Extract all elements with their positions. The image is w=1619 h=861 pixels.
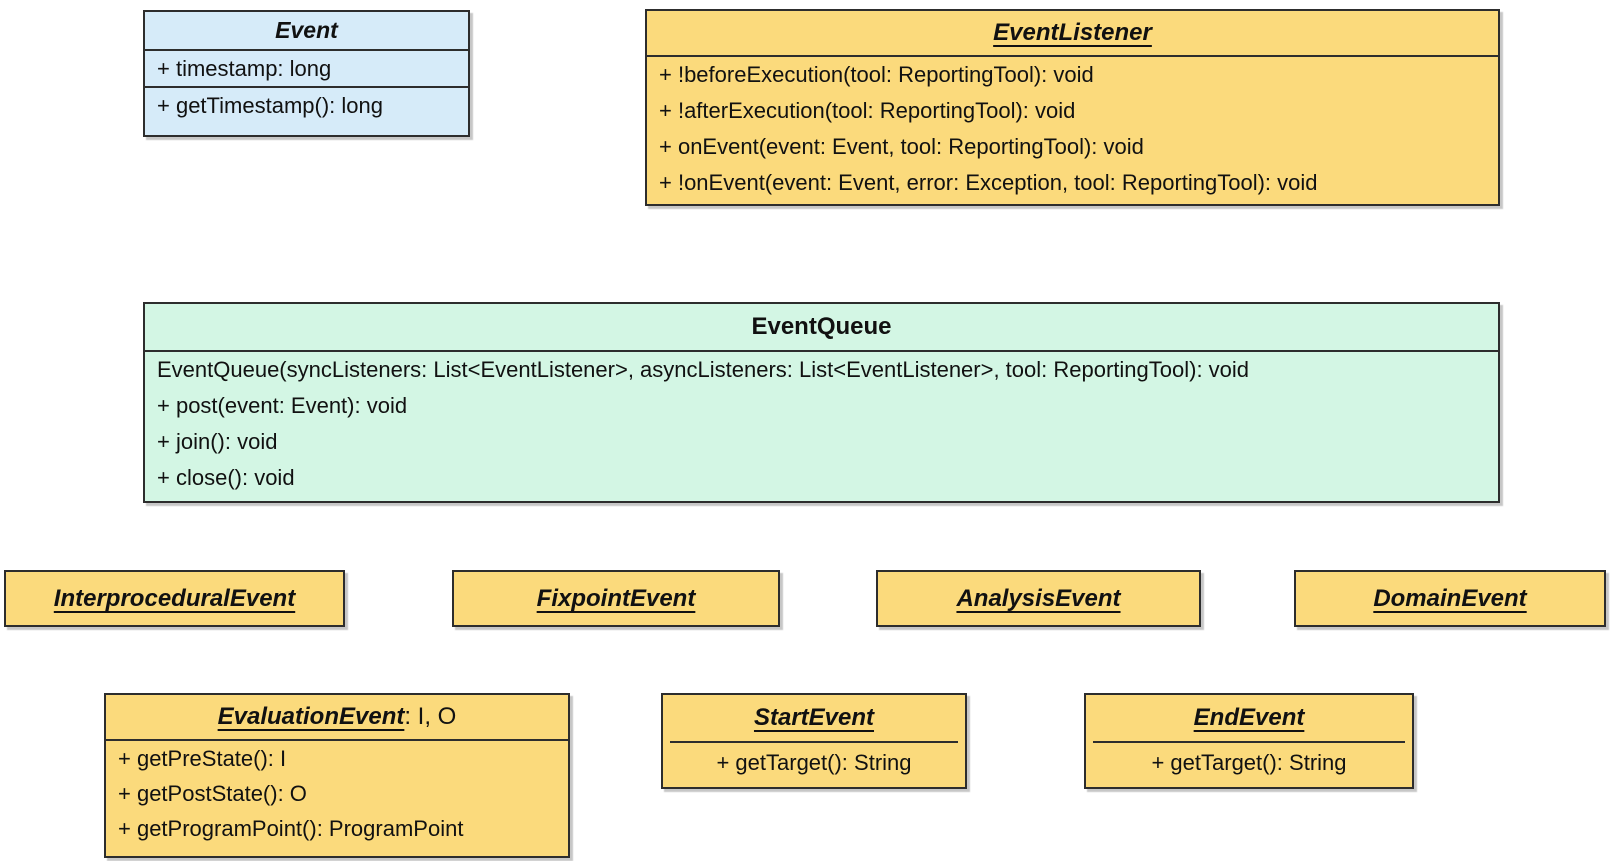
method-row: + close(): void — [157, 465, 295, 490]
class-title: DomainEvent — [1296, 572, 1604, 625]
class-title-text: EventQueue — [751, 313, 892, 340]
class-title-text: AnalysisEvent — [956, 584, 1121, 612]
method-row: + !afterExecution(tool: ReportingTool): … — [659, 98, 1076, 123]
method-row: + getPostState(): O — [118, 781, 307, 806]
compartment-divider — [1093, 741, 1405, 743]
attribute-row: + timestamp: long — [157, 56, 332, 81]
method-row: + getTarget(): String — [1151, 750, 1347, 775]
class-title: EvaluationEvent: I, O — [106, 695, 568, 739]
class-title-text: EndEvent — [1193, 704, 1305, 731]
class-title: StartEvent — [663, 695, 965, 741]
method-row: + post(event: Event): void — [157, 393, 408, 418]
class-title: Event — [145, 12, 468, 49]
class-title-text: EventListener — [993, 19, 1152, 46]
class-title: EventListener — [647, 11, 1498, 55]
class-title-type-params: : I, O — [404, 703, 457, 730]
class-title: FixpointEvent — [454, 572, 778, 625]
class-title-text: InterproceduralEvent — [53, 584, 296, 612]
methods-compartment: + getTimestamp(): long — [145, 86, 468, 123]
class-box-fixpoint-event: FixpointEvent — [452, 570, 780, 627]
method-row: EventQueue(syncListeners: List<EventList… — [157, 357, 1250, 382]
attributes-compartment: + timestamp: long — [145, 49, 468, 86]
class-title-text: StartEvent — [753, 704, 875, 731]
method-row: + getTimestamp(): long — [157, 93, 383, 118]
method-row: + !beforeExecution(tool: ReportingTool):… — [659, 62, 1094, 87]
class-title: InterproceduralEvent — [6, 572, 343, 625]
class-box-event-queue: EventQueue EventQueue(syncListeners: Lis… — [143, 302, 1500, 503]
class-title-text: Event — [275, 17, 338, 43]
class-box-end-event: EndEvent + getTarget(): String — [1084, 693, 1414, 789]
class-title-text: EvaluationEvent — [217, 703, 405, 730]
class-box-event: Event + timestamp: long + getTimestamp()… — [143, 10, 470, 137]
methods-compartment: EventQueue(syncListeners: List<EventList… — [145, 350, 1498, 496]
method-row: + onEvent(event: Event, tool: ReportingT… — [659, 134, 1144, 159]
methods-compartment: + getTarget(): String — [663, 743, 965, 783]
class-title-text: FixpointEvent — [536, 584, 696, 612]
methods-compartment: + !beforeExecution(tool: ReportingTool):… — [647, 55, 1498, 201]
method-row: + getTarget(): String — [716, 750, 912, 775]
compartment-divider — [670, 741, 958, 743]
class-title: EventQueue — [145, 304, 1498, 350]
class-box-event-listener: EventListener + !beforeExecution(tool: R… — [645, 9, 1500, 206]
class-title-text: DomainEvent — [1373, 584, 1527, 612]
methods-compartment: + getTarget(): String — [1086, 743, 1412, 783]
class-title: AnalysisEvent — [878, 572, 1199, 625]
method-row: + getProgramPoint(): ProgramPoint — [118, 816, 464, 841]
class-box-evaluation-event: EvaluationEvent: I, O + getPreState(): I… — [104, 693, 570, 858]
method-row: + !onEvent(event: Event, error: Exceptio… — [659, 170, 1318, 195]
class-box-interprocedural-event: InterproceduralEvent — [4, 570, 345, 627]
method-row: + join(): void — [157, 429, 278, 454]
method-row: + getPreState(): I — [118, 746, 287, 771]
methods-compartment: + getPreState(): I + getPostState(): O +… — [106, 739, 568, 846]
class-title: EndEvent — [1086, 695, 1412, 741]
class-box-domain-event: DomainEvent — [1294, 570, 1606, 627]
class-box-analysis-event: AnalysisEvent — [876, 570, 1201, 627]
class-box-start-event: StartEvent + getTarget(): String — [661, 693, 967, 789]
